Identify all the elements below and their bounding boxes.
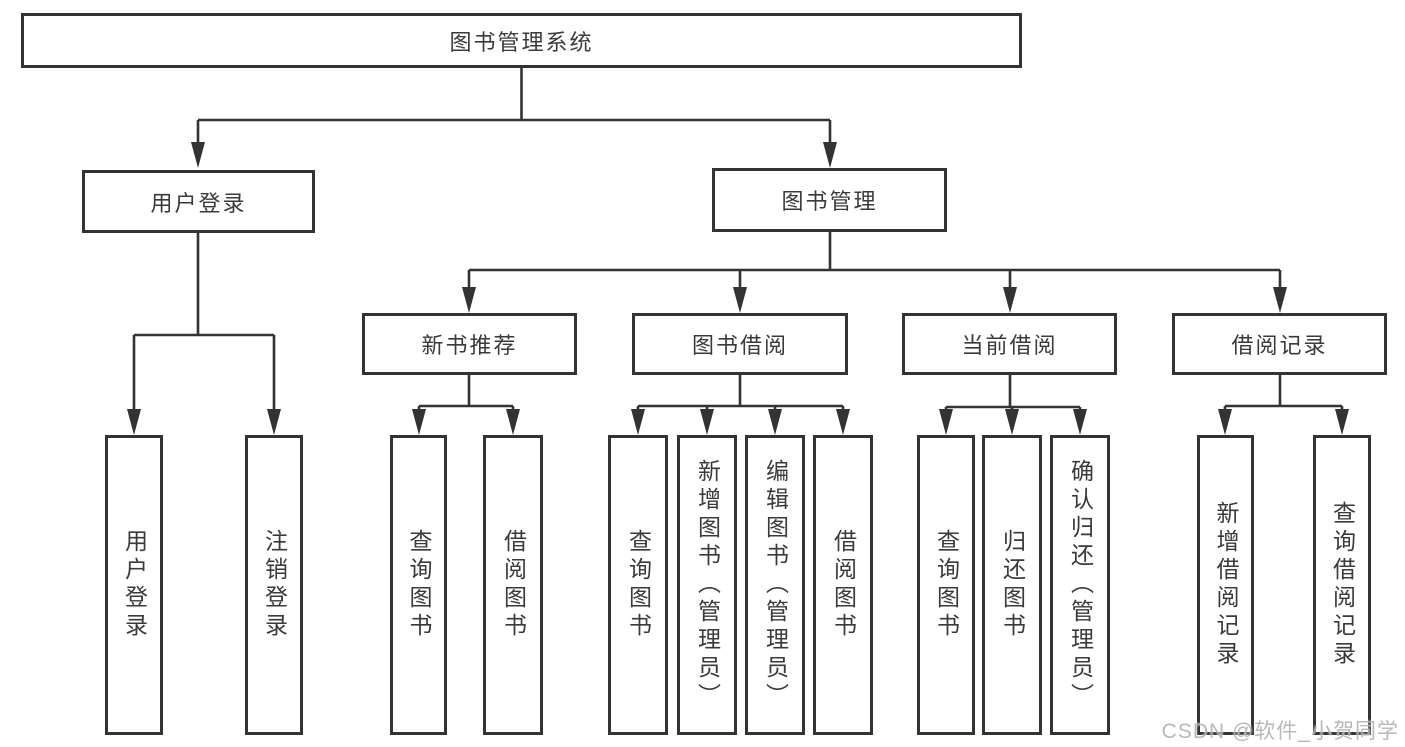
connector-records-to-leaves xyxy=(1218,375,1349,435)
leaf-add-book-admin-label: 新增图书（管理员） xyxy=(694,459,721,711)
leaf-confirm-return-admin: 确认归还（管理员） xyxy=(1050,435,1110,735)
leaf-current-query-books: 查询图书 xyxy=(917,435,975,735)
leaf-edit-book-admin: 编辑图书（管理员） xyxy=(745,435,805,735)
node-book-borrow: 图书借阅 xyxy=(632,313,848,375)
node-book-management-branch: 图书管理 xyxy=(712,168,947,232)
leaf-logout-label: 注销登录 xyxy=(261,529,288,641)
leaf-query-borrow-record: 查询借阅记录 xyxy=(1313,435,1371,735)
connector-root-to-branches xyxy=(191,68,837,168)
node-root-system: 图书管理系统 xyxy=(21,13,1022,68)
leaf-edit-book-admin-label: 编辑图书（管理员） xyxy=(762,459,789,711)
connector-recommend-to-leaves xyxy=(412,375,520,435)
connector-borrow-to-leaves xyxy=(631,375,850,435)
node-current-borrow: 当前借阅 xyxy=(902,313,1117,375)
leaf-logout: 注销登录 xyxy=(245,435,303,735)
node-borrow-records-label: 借阅记录 xyxy=(1231,333,1328,358)
node-book-borrow-label: 图书借阅 xyxy=(691,333,788,358)
leaf-recommend-borrow-books: 借阅图书 xyxy=(483,435,543,735)
leaf-recommend-query-books-label: 查询图书 xyxy=(406,529,432,641)
leaf-add-book-admin: 新增图书（管理员） xyxy=(677,435,737,735)
leaf-borrow-query-books-label: 查询图书 xyxy=(625,529,652,641)
node-new-book-recommend: 新书推荐 xyxy=(362,313,577,375)
node-user-login-branch-label: 用户登录 xyxy=(150,190,247,216)
connector-current-to-leaves xyxy=(939,375,1087,435)
leaf-confirm-return-admin-label: 确认归还（管理员） xyxy=(1067,459,1094,711)
leaf-return-books-label: 归还图书 xyxy=(999,529,1026,641)
leaf-recommend-borrow-books-label: 借阅图书 xyxy=(500,529,527,641)
node-borrow-records: 借阅记录 xyxy=(1172,313,1387,375)
leaf-recommend-query-books: 查询图书 xyxy=(390,435,447,735)
leaf-current-query-books-label: 查询图书 xyxy=(933,529,960,641)
node-user-login-branch: 用户登录 xyxy=(82,170,315,233)
connector-login-to-leaves xyxy=(127,233,281,435)
leaf-user-login: 用户登录 xyxy=(105,435,163,735)
node-current-borrow-label: 当前借阅 xyxy=(961,333,1058,358)
leaf-add-borrow-record: 新增借阅记录 xyxy=(1197,435,1254,735)
watermark: CSDN @软件_小贺同学 xyxy=(1161,720,1399,743)
connector-management-to-sections xyxy=(462,232,1287,313)
leaf-return-books: 归还图书 xyxy=(982,435,1042,735)
leaf-query-borrow-record-label: 查询借阅记录 xyxy=(1329,501,1356,669)
node-book-management-branch-label: 图书管理 xyxy=(781,189,878,214)
leaf-add-borrow-record-label: 新增借阅记录 xyxy=(1213,501,1239,669)
leaf-borrow-query-books: 查询图书 xyxy=(608,435,668,735)
node-new-book-recommend-label: 新书推荐 xyxy=(421,333,518,358)
leaf-borrow-books-label: 借阅图书 xyxy=(830,529,857,641)
node-root-system-label: 图书管理系统 xyxy=(449,29,594,55)
leaf-borrow-books: 借阅图书 xyxy=(813,435,873,735)
leaf-user-login-label: 用户登录 xyxy=(121,529,148,641)
